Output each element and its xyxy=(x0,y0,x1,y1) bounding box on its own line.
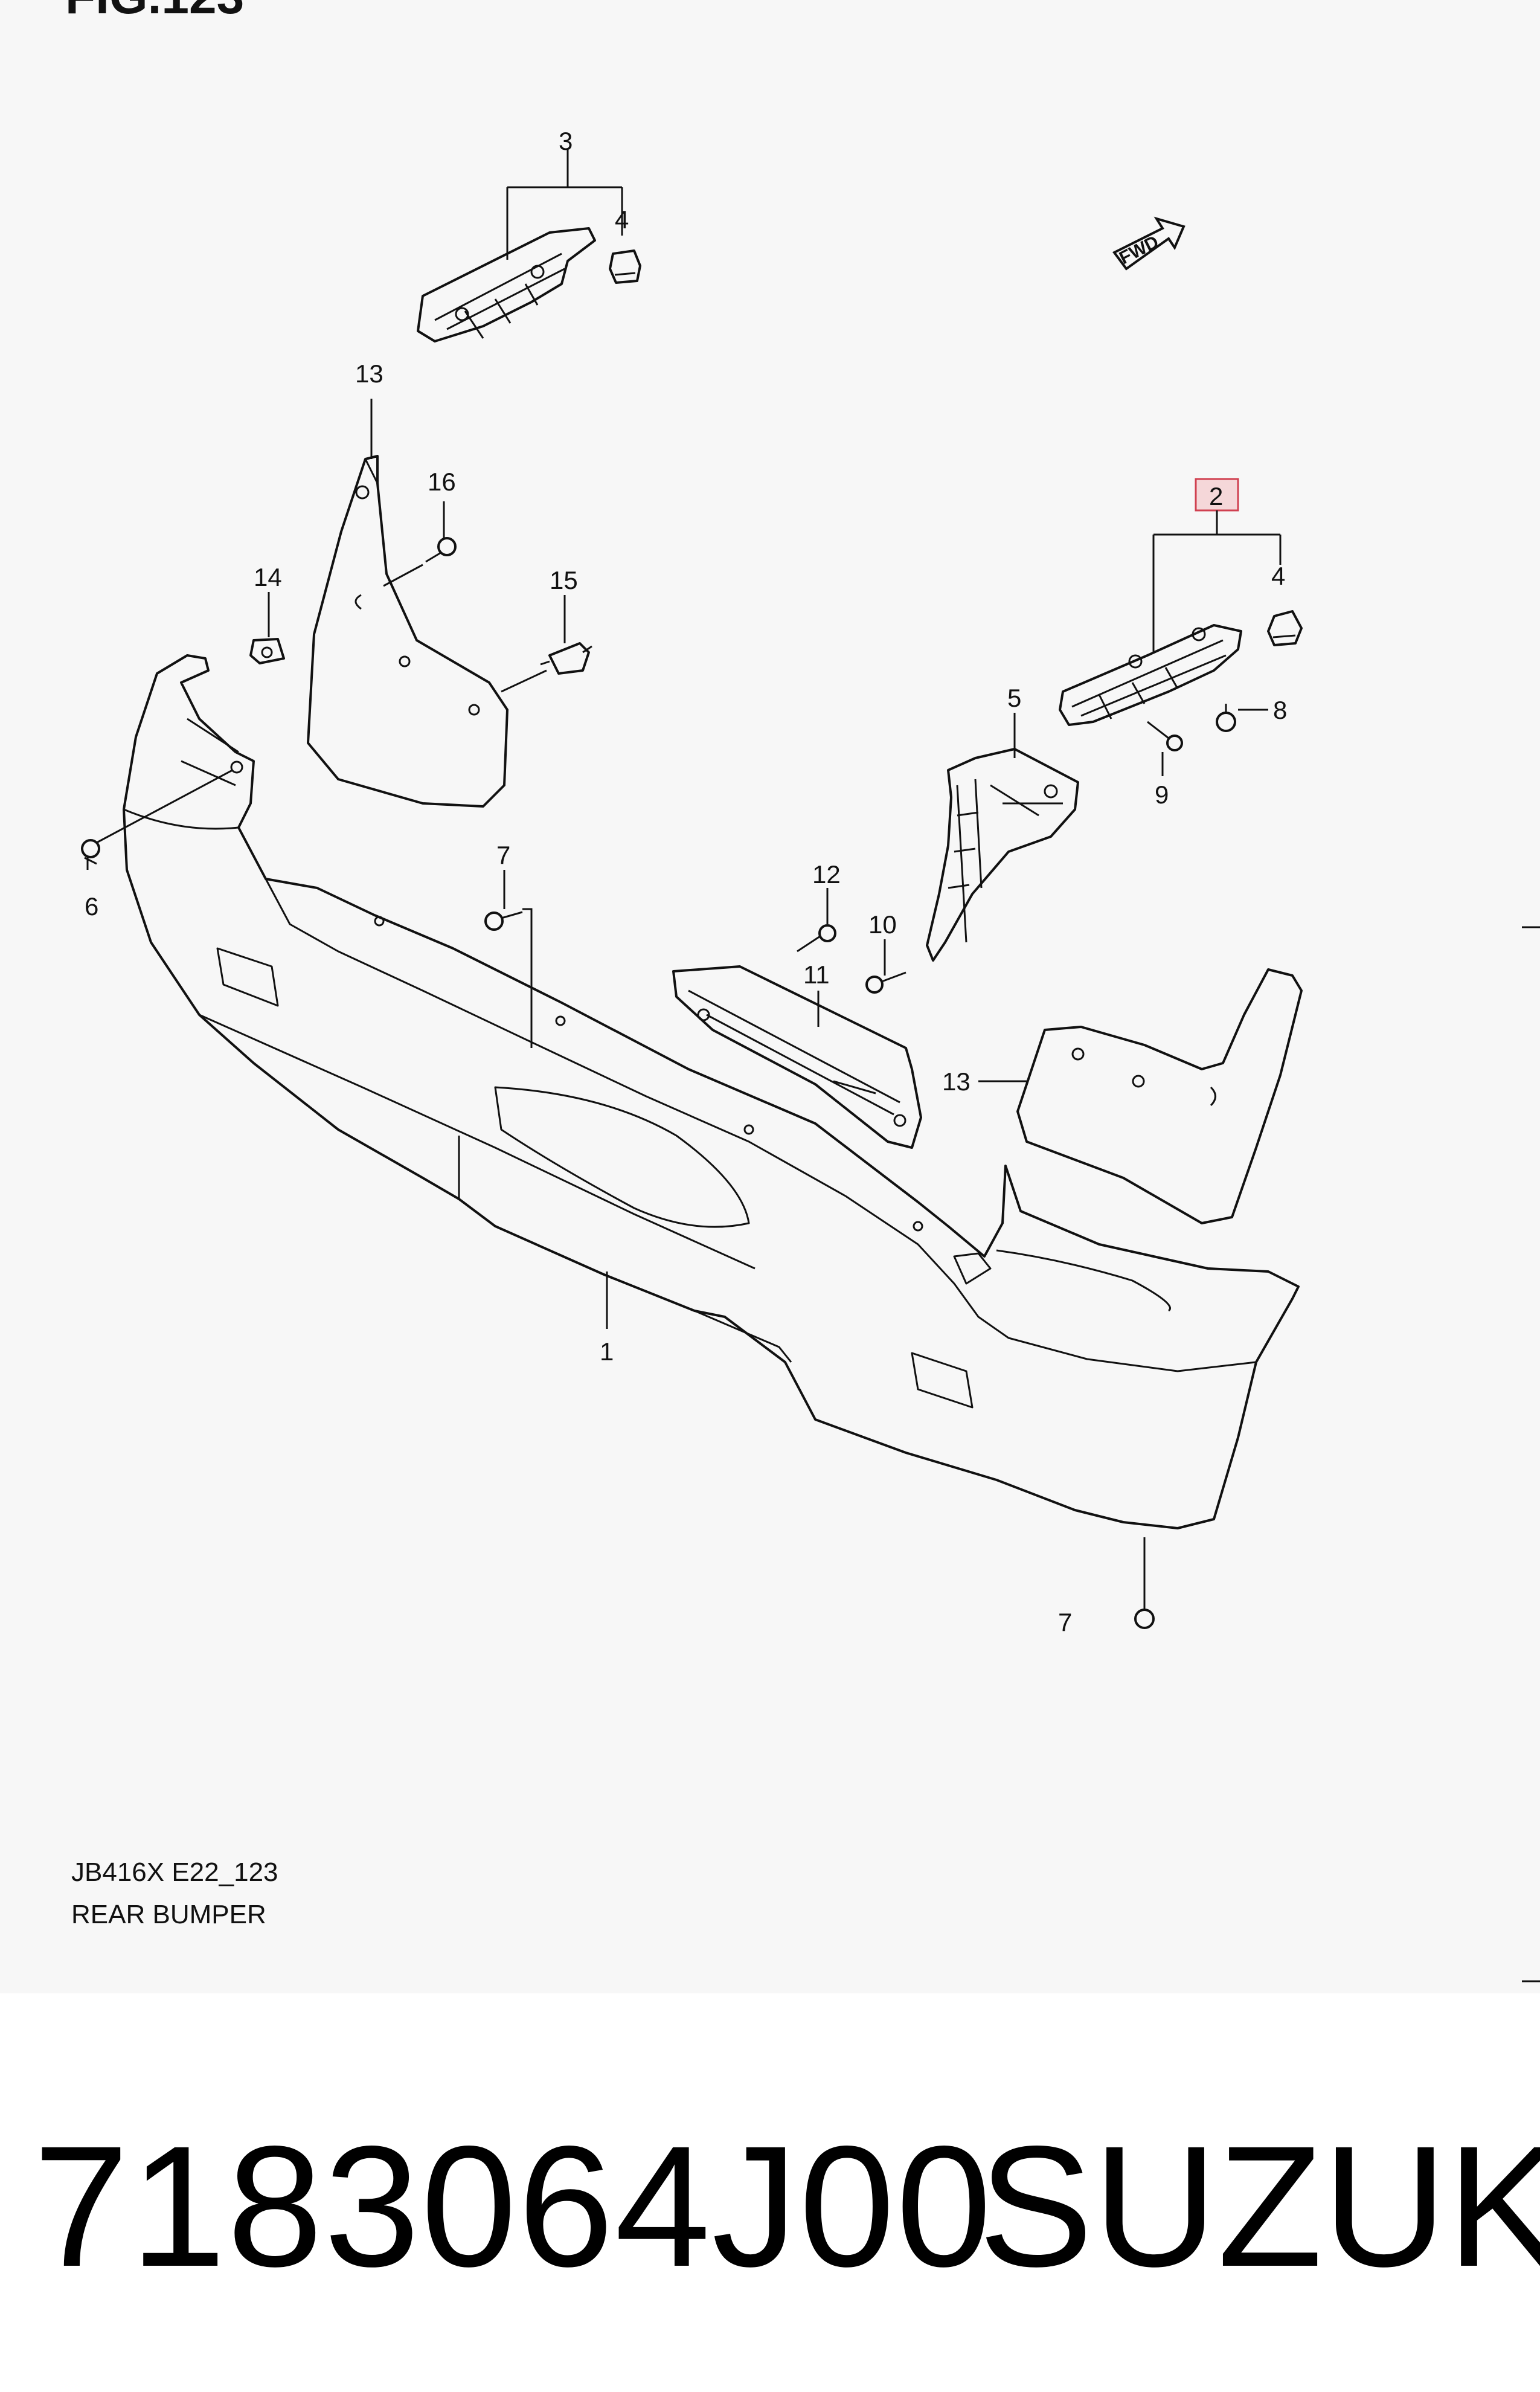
diagram-sheet: FIG.123 3 4 FWD xyxy=(65,0,1540,1982)
callout-5: 5 xyxy=(1007,684,1021,712)
callout-13-lower: 13 xyxy=(942,1067,971,1096)
part-3-bracket[interactable] xyxy=(417,227,596,342)
part-15-clip[interactable] xyxy=(540,642,592,675)
callout-1: 1 xyxy=(600,1337,614,1366)
part-7-bolt-upper[interactable] xyxy=(484,911,523,931)
part-4-clip-right[interactable] xyxy=(1267,610,1303,646)
callout-7-upper: 7 xyxy=(496,841,510,869)
callout-6: 6 xyxy=(85,892,98,921)
part-12-screw[interactable] xyxy=(797,924,836,953)
callout-2: 2 xyxy=(1209,482,1223,510)
fwd-label: FWD xyxy=(1116,232,1162,268)
callout-4-upper-left: 4 xyxy=(615,205,629,234)
brand-name: SUZUKI xyxy=(978,2111,1540,2303)
caption-drawing-name: REAR BUMPER xyxy=(71,1900,266,1929)
callout-14: 14 xyxy=(254,563,282,591)
part-16-screw[interactable] xyxy=(425,537,457,563)
callout-7-lower: 7 xyxy=(1058,1608,1072,1636)
exploded-parts-diagram: 3 4 FWD 13 16 xyxy=(81,127,1540,1982)
callout-8: 8 xyxy=(1273,696,1287,724)
part-7-bolt-lower[interactable] xyxy=(1134,1595,1155,1629)
part-5-reinforcement[interactable] xyxy=(926,748,1079,962)
callout-3: 3 xyxy=(559,127,573,155)
part-2-bracket[interactable] xyxy=(1059,624,1242,726)
part-11-bracket[interactable] xyxy=(672,965,922,1149)
caption-drawing-code: JB416X E22_123 xyxy=(71,1857,278,1887)
part-9-screw[interactable] xyxy=(1147,721,1183,751)
callout-15: 15 xyxy=(550,566,578,594)
fwd-arrow-icon: FWD xyxy=(1112,216,1185,271)
callout-13-upper: 13 xyxy=(355,359,383,388)
callout-10: 10 xyxy=(868,910,897,939)
callout-11: 11 xyxy=(803,960,830,989)
part-8-bolt[interactable] xyxy=(1216,704,1236,732)
part-1-rear-bumper[interactable] xyxy=(123,654,1300,1529)
part-6-clip[interactable] xyxy=(81,839,100,865)
callout-4-right: 4 xyxy=(1271,562,1285,590)
callout-9: 9 xyxy=(1155,780,1169,809)
callout-16: 16 xyxy=(428,468,456,496)
part-14-nut[interactable] xyxy=(249,638,285,664)
part-13-mud-flap-right[interactable] xyxy=(1016,968,1303,1224)
part-10-screw[interactable] xyxy=(865,971,906,994)
callout-12: 12 xyxy=(812,860,841,889)
part-13-mud-flap-left[interactable] xyxy=(307,455,509,808)
part-number: 7183064J00 xyxy=(33,2111,993,2303)
part-4-clip-left[interactable] xyxy=(609,249,641,284)
figure-title: FIG.123 xyxy=(65,0,244,25)
